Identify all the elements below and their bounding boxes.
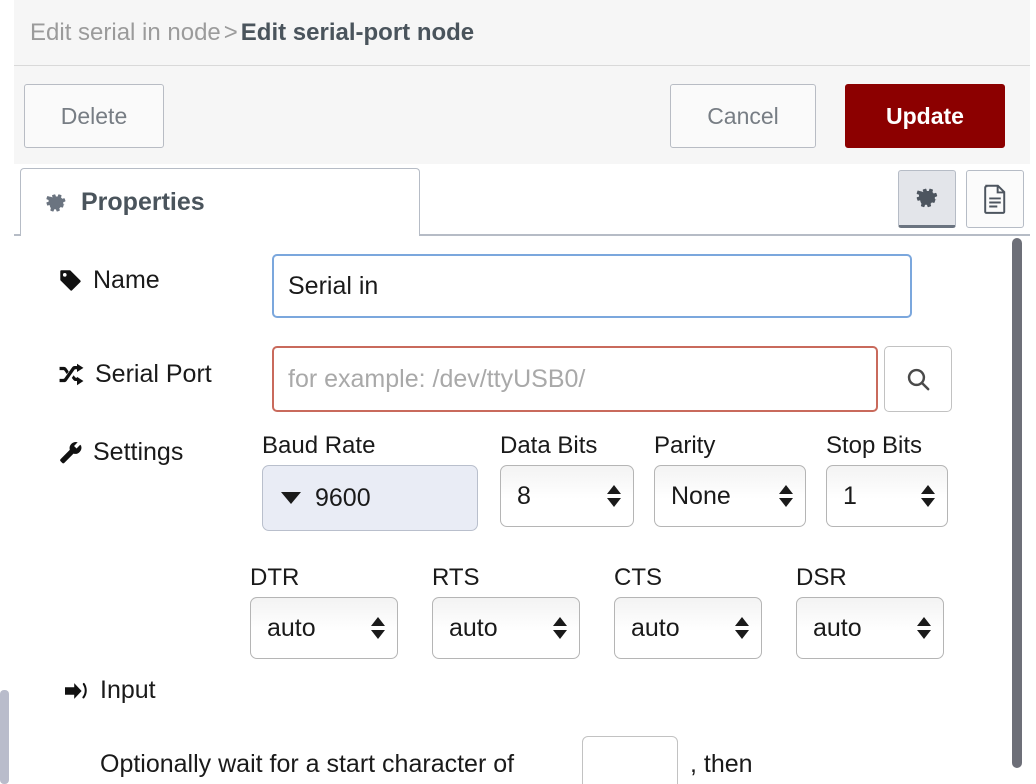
data-bits-select[interactable]: 8 bbox=[500, 465, 634, 527]
dsr-caption: DSR bbox=[796, 564, 847, 591]
cts-select[interactable]: auto bbox=[614, 597, 762, 659]
dtr-select[interactable]: auto bbox=[250, 597, 398, 659]
field-data-bits: Data Bits 8 bbox=[500, 432, 634, 527]
row-settings: Settings Baud Rate 9600 Data Bits 8 bbox=[14, 432, 1036, 531]
settings-tab-button[interactable] bbox=[898, 170, 956, 228]
tab-strip: Properties bbox=[14, 164, 1036, 236]
row-name: Name bbox=[14, 248, 1036, 318]
tab-properties[interactable]: Properties bbox=[20, 168, 420, 236]
parity-select[interactable]: None bbox=[654, 465, 806, 527]
spinner-icon bbox=[921, 485, 935, 507]
serial-port-input[interactable] bbox=[272, 346, 878, 412]
rts-value: auto bbox=[449, 613, 498, 642]
row-start-character: Optionally wait for a start character of… bbox=[14, 736, 1036, 784]
page-scrollbar-thumb[interactable] bbox=[0, 690, 9, 784]
start-character-prefix: Optionally wait for a start character of bbox=[100, 750, 515, 778]
breadcrumb-parent[interactable]: Edit serial in node bbox=[30, 19, 221, 46]
dtr-caption: DTR bbox=[250, 564, 300, 591]
rts-caption: RTS bbox=[432, 564, 480, 591]
tab-strip-underline bbox=[14, 234, 1036, 236]
row-serial-port: Serial Port bbox=[14, 340, 1036, 414]
shuffle-icon bbox=[58, 362, 85, 387]
description-tab-button[interactable] bbox=[966, 170, 1024, 228]
spinner-icon bbox=[735, 617, 749, 639]
serial-port-label: Serial Port bbox=[58, 360, 212, 389]
spinner-icon bbox=[371, 617, 385, 639]
parity-caption: Parity bbox=[654, 432, 716, 459]
rts-select[interactable]: auto bbox=[432, 597, 580, 659]
data-bits-value: 8 bbox=[517, 481, 531, 510]
cts-caption: CTS bbox=[614, 564, 662, 591]
row-input-section: Input bbox=[14, 676, 1036, 726]
delete-button[interactable]: Delete bbox=[24, 84, 164, 148]
data-bits-caption: Data Bits bbox=[500, 432, 598, 459]
field-parity: Parity None bbox=[654, 432, 806, 527]
dtr-value: auto bbox=[267, 613, 316, 642]
stop-bits-caption: Stop Bits bbox=[826, 432, 923, 459]
dialog-button-bar: Delete Cancel Update bbox=[14, 66, 1036, 164]
serial-port-label-text: Serial Port bbox=[95, 360, 212, 388]
name-input[interactable] bbox=[272, 254, 912, 318]
properties-panel: Name Serial Port bbox=[14, 236, 1036, 784]
input-section-label-text: Input bbox=[100, 676, 156, 704]
dsr-value: auto bbox=[813, 613, 862, 642]
breadcrumb: Edit serial in node>Edit serial-port nod… bbox=[30, 17, 474, 49]
sign-in-icon bbox=[64, 679, 90, 703]
start-character-input[interactable] bbox=[582, 736, 678, 784]
baud-rate-caption: Baud Rate bbox=[262, 432, 376, 459]
field-baud-rate: Baud Rate 9600 bbox=[262, 432, 478, 531]
chevron-down-icon bbox=[281, 492, 301, 504]
stop-bits-value: 1 bbox=[843, 481, 857, 510]
gear-icon bbox=[43, 190, 69, 216]
input-section-label: Input bbox=[64, 676, 156, 705]
start-character-suffix: , then bbox=[690, 750, 753, 778]
spinner-icon bbox=[779, 485, 793, 507]
parity-value: None bbox=[671, 481, 731, 510]
update-button[interactable]: Update bbox=[845, 84, 1005, 148]
spinner-icon bbox=[917, 617, 931, 639]
stop-bits-select[interactable]: 1 bbox=[826, 465, 948, 527]
dsr-select[interactable]: auto bbox=[796, 597, 944, 659]
dialog-header: Edit serial in node>Edit serial-port nod… bbox=[14, 0, 1036, 66]
search-icon bbox=[905, 366, 932, 393]
settings-label: Settings bbox=[58, 438, 183, 467]
baud-rate-value: 9600 bbox=[315, 483, 371, 512]
field-dsr: DSR auto bbox=[796, 564, 944, 659]
spinner-icon bbox=[553, 617, 567, 639]
name-label-text: Name bbox=[93, 266, 160, 294]
frame-right-edge bbox=[1030, 0, 1036, 784]
row-flow-control: DTR auto RTS auto CTS bbox=[14, 564, 1036, 660]
name-label: Name bbox=[58, 266, 160, 295]
serial-port-search-button[interactable] bbox=[884, 346, 952, 412]
tag-icon bbox=[58, 268, 83, 293]
field-stop-bits: Stop Bits 1 bbox=[826, 432, 948, 527]
breadcrumb-current: Edit serial-port node bbox=[240, 19, 475, 46]
baud-rate-combobox[interactable]: 9600 bbox=[262, 465, 478, 531]
breadcrumb-separator: > bbox=[223, 19, 238, 46]
tab-properties-label: Properties bbox=[81, 188, 205, 216]
wrench-icon bbox=[58, 440, 83, 465]
field-cts: CTS auto bbox=[614, 564, 762, 659]
cts-value: auto bbox=[631, 613, 680, 642]
cancel-button[interactable]: Cancel bbox=[670, 84, 816, 148]
panel-scrollbar-thumb[interactable] bbox=[1012, 238, 1022, 768]
settings-label-text: Settings bbox=[93, 438, 184, 466]
spinner-icon bbox=[607, 485, 621, 507]
description-icon bbox=[981, 184, 1009, 214]
gear-icon bbox=[913, 184, 941, 212]
field-rts: RTS auto bbox=[432, 564, 580, 659]
field-dtr: DTR auto bbox=[250, 564, 398, 659]
